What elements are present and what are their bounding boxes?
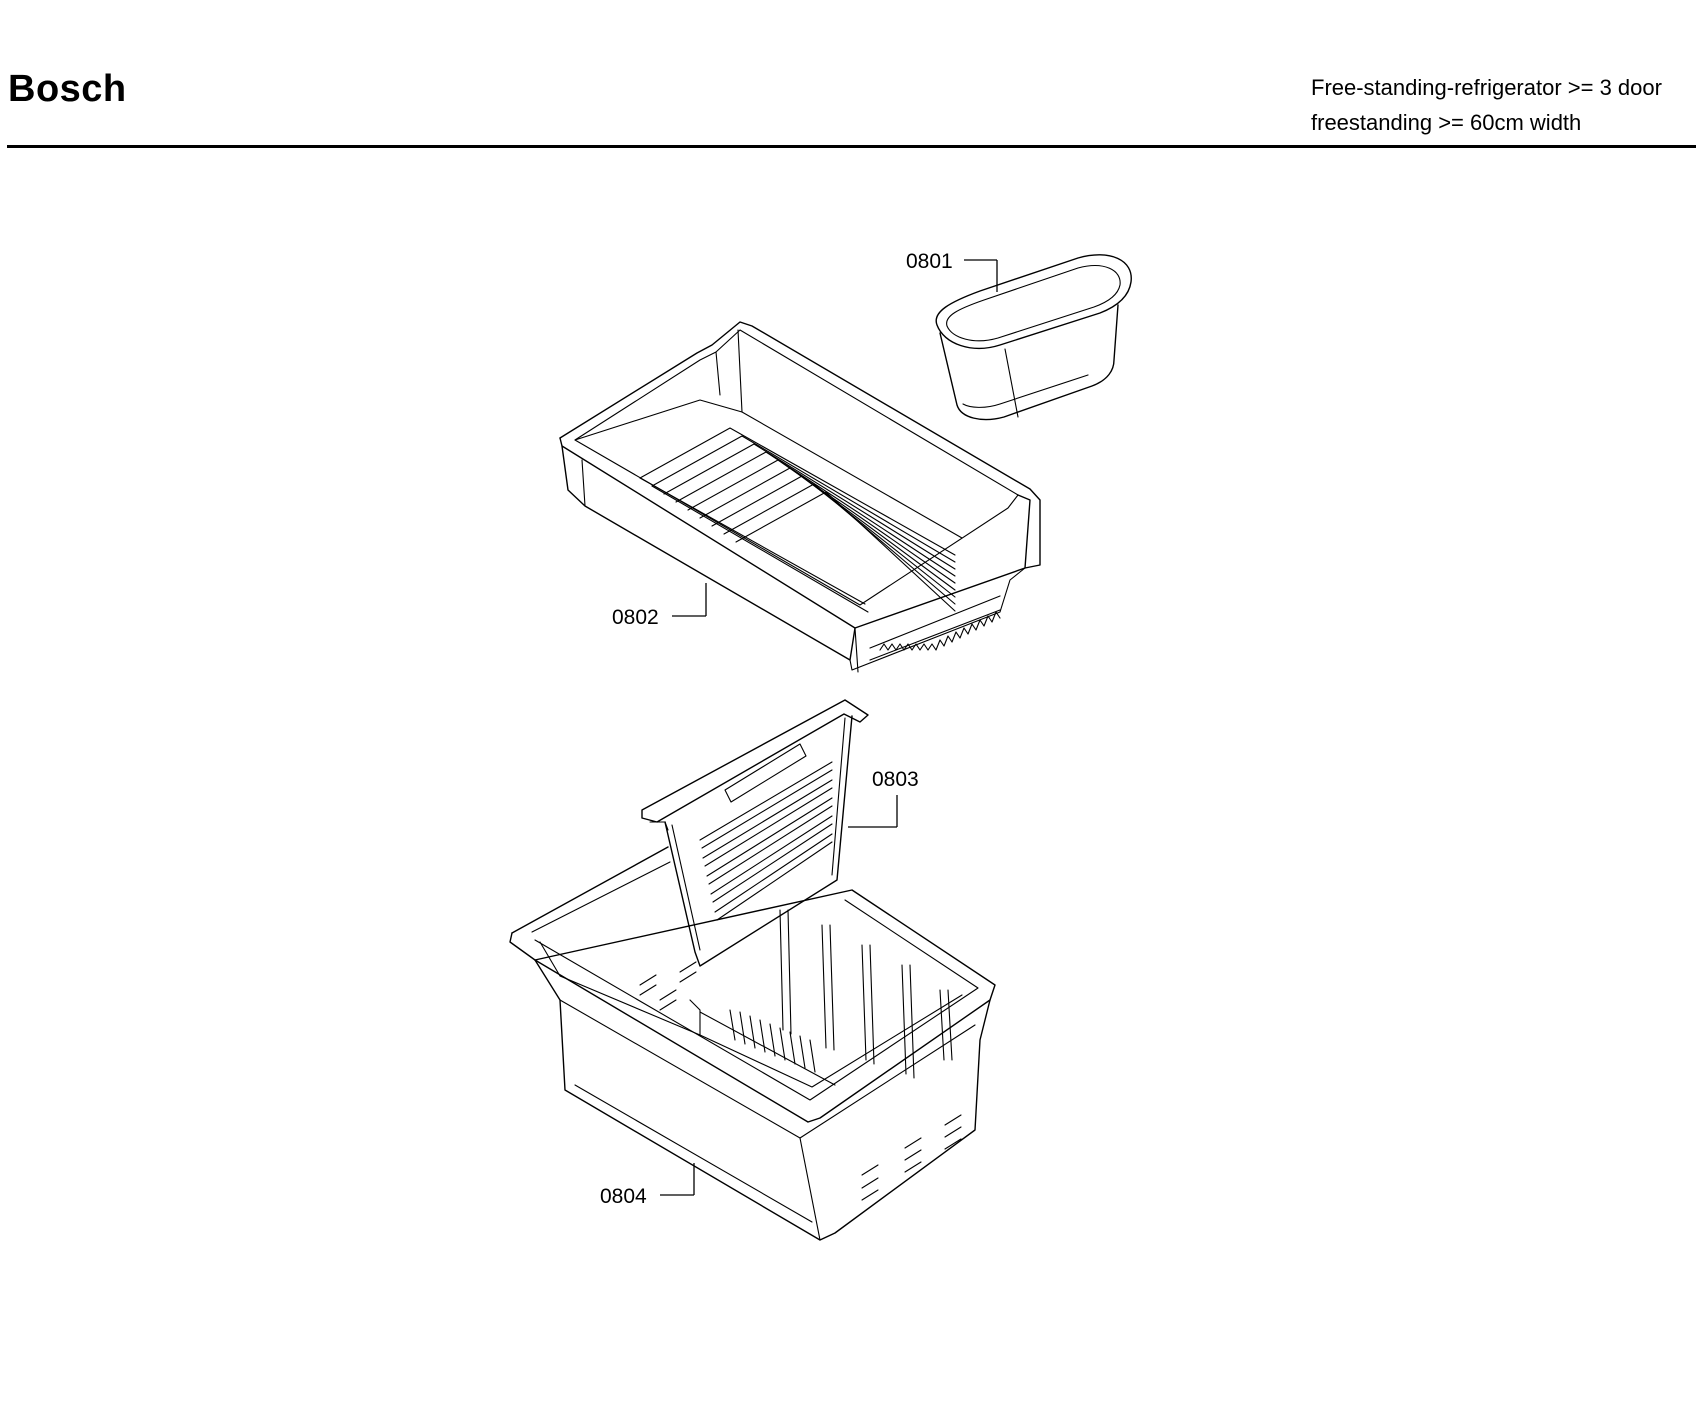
model-description: Free-standing-refrigerator >= 3 door fre… <box>1311 70 1662 140</box>
label-0801: 0801 <box>906 250 953 273</box>
part-0801-egg-tray[interactable] <box>935 254 1132 421</box>
part-0802-freezer-drawer[interactable] <box>559 321 1041 673</box>
label-0804: 0804 <box>600 1185 647 1208</box>
part-0803-divider[interactable] <box>641 699 869 967</box>
header-rule <box>7 145 1696 148</box>
brand-title: Bosch <box>8 68 127 110</box>
model-description-line2: freestanding >= 60cm width <box>1311 110 1582 135</box>
model-description-line1: Free-standing-refrigerator >= 3 door <box>1311 75 1662 100</box>
label-0803: 0803 <box>872 768 919 791</box>
label-0802: 0802 <box>612 606 659 629</box>
part-0804-freezer-basket[interactable] <box>509 846 996 1241</box>
